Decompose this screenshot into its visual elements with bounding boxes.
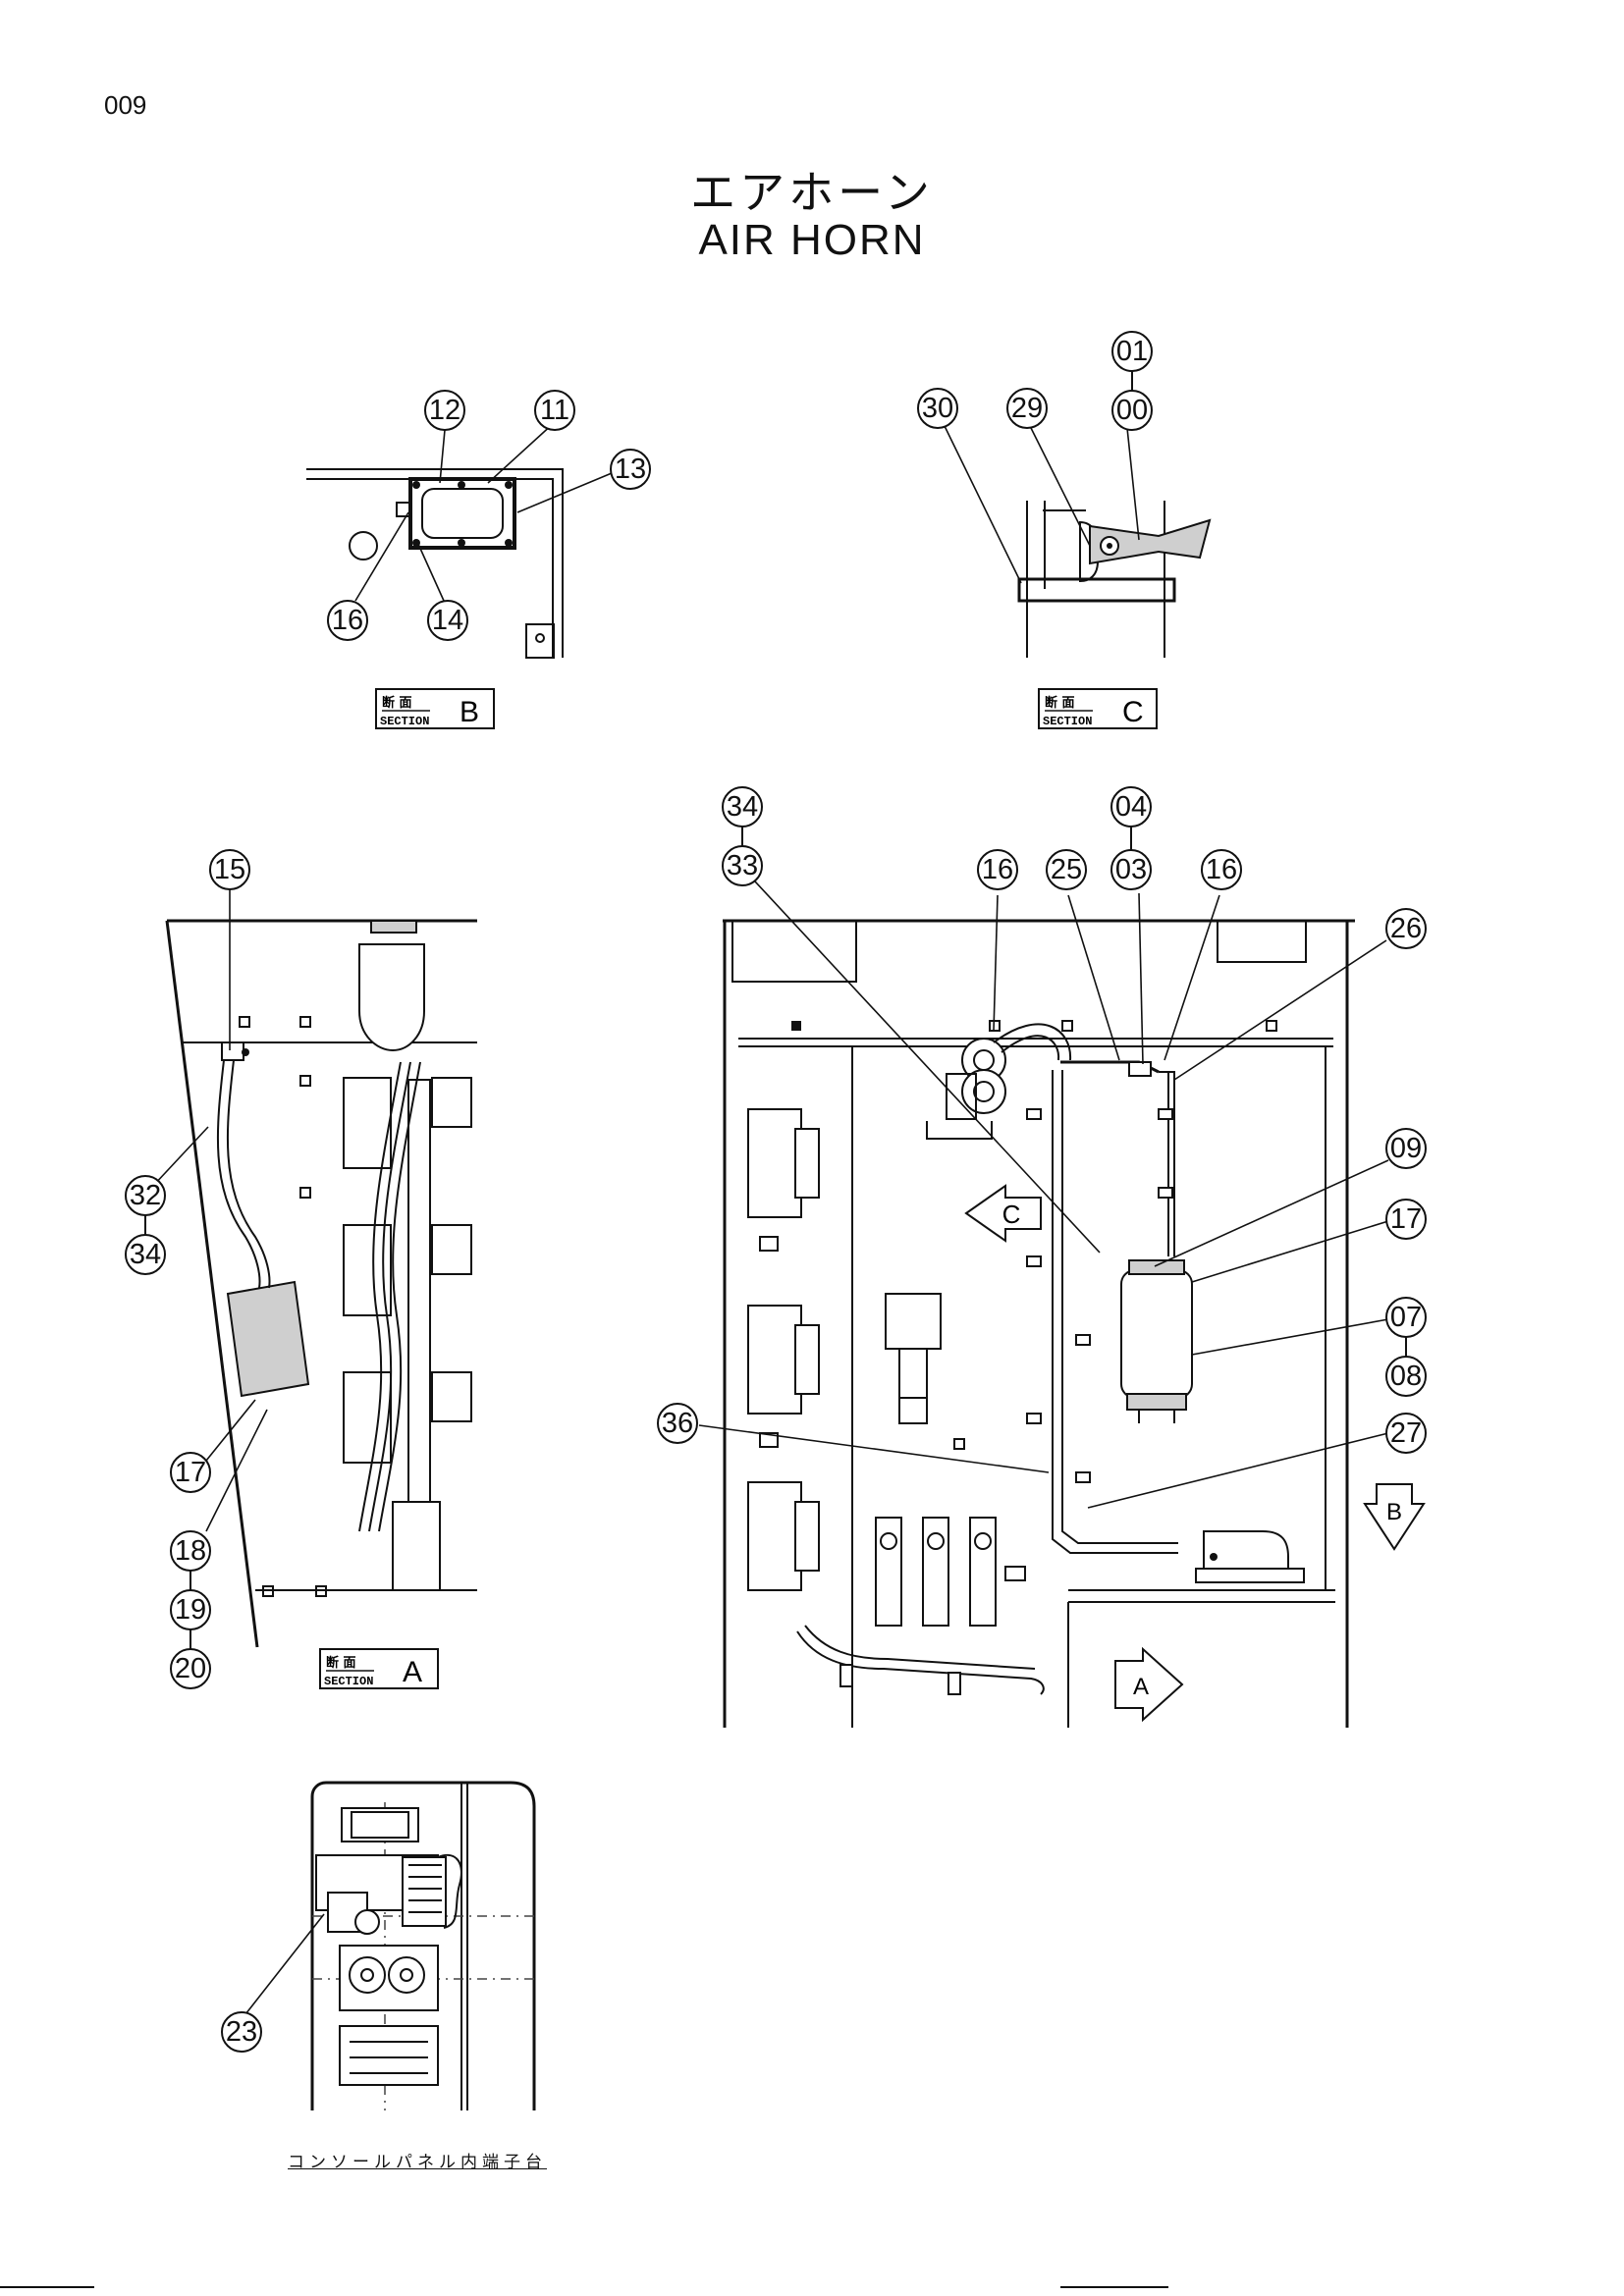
callout-a-20: 20	[170, 1648, 211, 1689]
svg-text:A: A	[1133, 1674, 1149, 1700]
svg-text:18: 18	[175, 1535, 206, 1567]
callout-a-32: 32	[125, 1175, 166, 1216]
callout-a-34: 34	[125, 1234, 166, 1275]
svg-text:00: 00	[1116, 395, 1148, 426]
callout-main-09: 09	[1385, 1128, 1427, 1169]
callout-main-03: 03	[1110, 849, 1152, 890]
callout-main-26: 26	[1385, 908, 1427, 949]
svg-text:29: 29	[1011, 393, 1043, 424]
callout-main-08: 08	[1385, 1356, 1427, 1397]
svg-text:17: 17	[1390, 1203, 1422, 1235]
callout-a-17: 17	[170, 1452, 211, 1493]
svg-text:03: 03	[1115, 854, 1147, 885]
svg-text:14: 14	[432, 605, 463, 636]
svg-text:36: 36	[662, 1408, 693, 1439]
callout-main-34: 34	[722, 786, 763, 828]
callout-main-17: 17	[1385, 1199, 1427, 1240]
svg-text:04: 04	[1115, 791, 1147, 823]
svg-text:34: 34	[727, 791, 758, 823]
callout-b-16: 16	[327, 600, 368, 641]
main-view	[698, 867, 1389, 1728]
callout-main-25: 25	[1046, 849, 1087, 890]
view-arrow-b: B	[1363, 1483, 1426, 1551]
svg-text:32: 32	[130, 1180, 161, 1211]
console-panel-view	[244, 1781, 536, 2110]
callout-b-13: 13	[610, 449, 651, 490]
callout-c-00: 00	[1111, 390, 1153, 431]
title-english: AIR HORN	[698, 216, 926, 264]
svg-text:23: 23	[226, 2016, 257, 2048]
svg-text:26: 26	[1390, 913, 1422, 944]
view-arrow-c: C	[964, 1184, 1042, 1243]
svg-text:27: 27	[1390, 1417, 1422, 1449]
callout-main-27: 27	[1385, 1413, 1427, 1454]
console-panel-caption: コンソールパネル内端子台	[288, 2153, 547, 2172]
svg-text:16: 16	[982, 854, 1013, 885]
svg-text:33: 33	[727, 850, 758, 881]
callout-a-15: 15	[209, 849, 250, 890]
svg-text:34: 34	[130, 1239, 161, 1270]
svg-text:SECTION: SECTION	[324, 1675, 373, 1688]
svg-text:C: C	[1122, 696, 1144, 728]
section-label-c: 断 面 SECTION C	[1038, 688, 1158, 729]
svg-text:SECTION: SECTION	[380, 715, 429, 728]
callout-main-04: 04	[1110, 786, 1152, 828]
svg-text:12: 12	[429, 395, 460, 426]
title-japanese: エアホーン	[690, 166, 934, 219]
svg-text:15: 15	[214, 854, 245, 885]
svg-text:断 面: 断 面	[1045, 695, 1075, 711]
callout-main-16a: 16	[977, 849, 1018, 890]
svg-text:25: 25	[1051, 854, 1082, 885]
section-b-view	[306, 421, 613, 659]
svg-text:SECTION: SECTION	[1043, 715, 1092, 728]
svg-text:B: B	[1386, 1499, 1402, 1525]
svg-text:16: 16	[1206, 854, 1237, 885]
svg-text:07: 07	[1390, 1302, 1422, 1333]
callout-b-14: 14	[427, 600, 468, 641]
callout-a-18: 18	[170, 1530, 211, 1572]
section-a-view	[152, 889, 477, 1648]
svg-text:09: 09	[1390, 1133, 1422, 1164]
svg-text:19: 19	[175, 1594, 206, 1626]
callout-c-29: 29	[1006, 388, 1048, 429]
section-label-a: 断 面 SECTION A	[319, 1648, 439, 1689]
svg-text:01: 01	[1116, 336, 1148, 367]
svg-text:断 面: 断 面	[382, 695, 412, 711]
callout-panel-23: 23	[221, 2011, 262, 2053]
svg-text:13: 13	[615, 454, 646, 485]
svg-text:断 面: 断 面	[326, 1655, 356, 1671]
svg-text:C: C	[1002, 1200, 1021, 1229]
section-c-view	[944, 425, 1212, 658]
callout-main-36: 36	[657, 1403, 698, 1444]
page-number: 009	[104, 90, 147, 120]
callout-main-16b: 16	[1201, 849, 1242, 890]
callout-a-19: 19	[170, 1589, 211, 1630]
callout-main-07: 07	[1385, 1297, 1427, 1338]
svg-text:A: A	[403, 1656, 422, 1688]
callout-b-11: 11	[534, 390, 575, 431]
callout-c-30: 30	[917, 388, 958, 429]
svg-text:08: 08	[1390, 1361, 1422, 1392]
svg-text:B: B	[460, 696, 479, 728]
view-arrow-a: A	[1114, 1646, 1184, 1723]
callout-c-01: 01	[1111, 331, 1153, 372]
section-label-b: 断 面 SECTION B	[375, 688, 495, 729]
svg-text:17: 17	[175, 1457, 206, 1488]
callout-main-33: 33	[722, 845, 763, 886]
svg-text:30: 30	[922, 393, 953, 424]
callout-b-12: 12	[424, 390, 465, 431]
svg-text:11: 11	[540, 395, 569, 426]
svg-text:16: 16	[332, 605, 363, 636]
svg-text:20: 20	[175, 1653, 206, 1684]
